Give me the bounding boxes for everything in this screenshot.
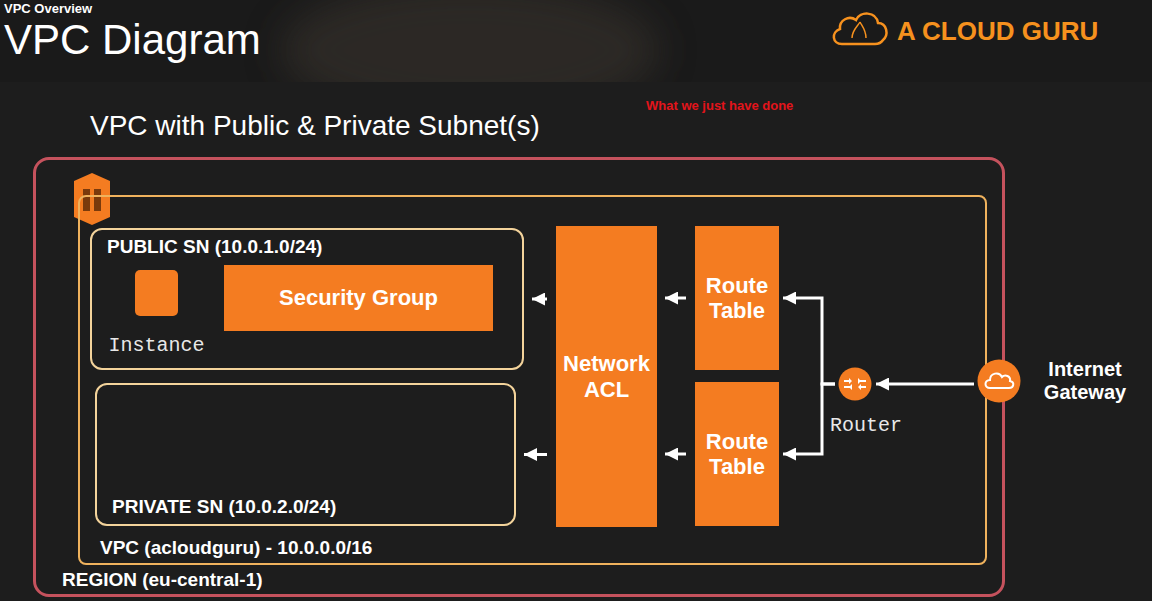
diagram-subtitle: VPC with Public & Private Subnet(s) bbox=[90, 110, 540, 142]
brand-logo bbox=[834, 14, 887, 44]
security-group-box: Security Group bbox=[224, 265, 493, 331]
node-label: Router bbox=[830, 414, 902, 437]
router-symbol bbox=[838, 367, 872, 401]
router-arrow-heads bbox=[849, 378, 861, 390]
flow-arrow bbox=[783, 298, 835, 384]
node-label: PUBLIC SN (10.0.1.0/24) bbox=[107, 236, 522, 258]
region-box: REGION (eu-central-1) VPC (acloudguru) - … bbox=[33, 157, 1005, 597]
symbol-circle bbox=[839, 368, 872, 401]
vpc-icon-mark bbox=[83, 189, 90, 211]
section-label: VPC Overview bbox=[4, 1, 92, 16]
node-label: Route Table bbox=[700, 429, 774, 480]
symbol-circle bbox=[978, 360, 1021, 403]
cloud-glyph bbox=[986, 373, 1014, 388]
node-label: VPC (acloudguru) - 10.0.0.0/16 bbox=[100, 537, 372, 559]
flow-arrow bbox=[532, 298, 547, 301]
network-acl-box: Network ACL bbox=[556, 226, 657, 527]
internet-gateway-icon: Internet Gateway bbox=[977, 359, 1021, 403]
flow-arrow bbox=[524, 453, 547, 456]
node-label: Route Table bbox=[700, 273, 774, 324]
node-label: REGION (eu-central-1) bbox=[62, 569, 263, 591]
vpc-icon-mark bbox=[94, 189, 101, 211]
node-label: Instance bbox=[108, 334, 204, 357]
instance-icon: Instance bbox=[135, 270, 178, 316]
cloud-symbol bbox=[977, 359, 1021, 403]
route-table-box: Route Table bbox=[695, 382, 779, 526]
slide-title: VPC Diagram bbox=[4, 16, 261, 64]
flow-arrow bbox=[665, 297, 686, 300]
flow-arrow bbox=[876, 383, 974, 386]
router-arrows bbox=[844, 381, 866, 387]
subnet-box: PRIVATE SN (10.0.2.0/24) bbox=[95, 383, 516, 526]
node-label: Security Group bbox=[279, 285, 438, 310]
subnet-box: PUBLIC SN (10.0.1.0/24) Instance Security … bbox=[90, 228, 524, 370]
flow-arrow bbox=[665, 453, 686, 456]
flow-arrow bbox=[783, 384, 835, 454]
node-label: Network ACL bbox=[560, 351, 653, 402]
logo-cloud bbox=[834, 14, 887, 44]
vpc-box: VPC (acloudguru) - 10.0.0.0/16 PUBLIC SN … bbox=[78, 195, 987, 565]
route-table-box: Route Table bbox=[695, 226, 779, 370]
node-label: PRIVATE SN (10.0.2.0/24) bbox=[112, 496, 336, 518]
brand-name: A CLOUD GURU bbox=[897, 16, 1098, 47]
router-icon: Router bbox=[838, 367, 872, 401]
handwritten-note: What we just have done bbox=[646, 98, 793, 113]
logo-figure bbox=[852, 22, 866, 38]
video-backdrop bbox=[280, 0, 660, 82]
node-label: Internet Gateway bbox=[1039, 358, 1131, 404]
